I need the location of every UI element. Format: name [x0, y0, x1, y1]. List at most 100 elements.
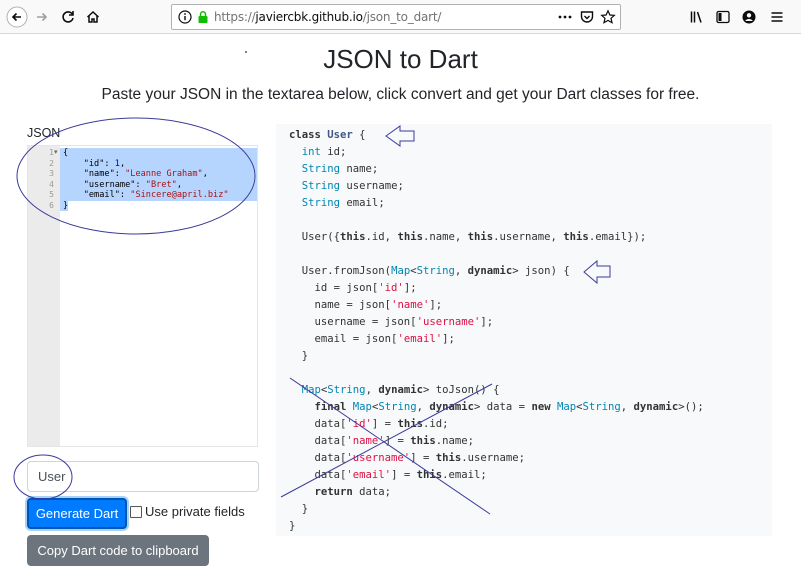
code-token: ]; [442, 333, 455, 345]
line-number: 6 [49, 200, 54, 210]
code-token: email = json[ [289, 333, 398, 345]
browser-toolbar: https://javiercbk.github.io/json_to_dart… [0, 0, 801, 34]
dart-code-line: User({this.id, this.name, this.username,… [289, 229, 646, 246]
dart-code-line: String username; [289, 178, 404, 195]
code-token: this [340, 231, 366, 243]
code-token: String [378, 401, 417, 413]
selection-highlight [60, 148, 257, 159]
code-token: username; [340, 180, 404, 192]
code-token: 'id' [346, 418, 372, 430]
code-token: .email; [442, 469, 487, 481]
code-token: "name": [63, 169, 126, 179]
code-token: "Bret" [145, 179, 177, 190]
code-token: User.fromJson( [289, 265, 392, 277]
code-token: .username; [461, 452, 525, 464]
code-token: id; [320, 146, 347, 158]
address-bar[interactable]: https://javiercbk.github.io/json_to_dart… [171, 4, 621, 30]
more-icon[interactable] [557, 9, 573, 30]
dart-code-line: final Map<String, dynamic> data = new Ma… [289, 399, 704, 416]
code-token: this [410, 435, 436, 447]
code-token: ] = [384, 435, 411, 447]
line-number: 3 [49, 169, 54, 178]
dart-code-line: Map<String, dynamic> toJson() { [289, 382, 500, 399]
code-token: >(); [678, 401, 704, 413]
code-token: final [314, 401, 347, 413]
code-token: } [63, 200, 69, 211]
code-token: ] = [410, 452, 436, 464]
bookmark-star-icon[interactable] [600, 9, 616, 30]
back-arrow-icon[interactable] [5, 5, 29, 29]
code-token: 'email' [346, 469, 392, 481]
code-token: ]; [429, 299, 443, 311]
code-token: Map [391, 265, 411, 277]
dart-code-line: User.fromJson(Map<String, dynamic> json)… [289, 263, 570, 280]
copy-dart-button[interactable]: Copy Dart code to clipboard [27, 535, 209, 566]
dart-code-line: } [289, 518, 295, 535]
code-token: this [397, 231, 423, 243]
url-path: /json_to_dart/ [362, 10, 442, 24]
code-token: data[ [289, 418, 347, 430]
json-code-area[interactable]: { "id": 1, "name": "Leanne Graham", "use… [60, 146, 257, 446]
code-token: dynamic [378, 384, 423, 396]
code-token: , [119, 158, 126, 169]
json-code-line: "email": "Sincere@april.biz" [63, 190, 229, 201]
private-fields-label[interactable]: Use private fields [145, 504, 245, 519]
code-token: name; [340, 163, 379, 175]
reload-icon[interactable] [56, 5, 80, 29]
json-code-line: } [63, 201, 68, 212]
private-fields-option[interactable]: Use private fields [130, 504, 245, 519]
library-icon[interactable] [685, 5, 709, 29]
dart-code-line: } [289, 501, 308, 518]
code-token: String [301, 197, 341, 209]
dart-code-line: String name; [289, 161, 379, 178]
json-code-line: "name": "Leanne Graham", [63, 169, 208, 180]
code-token: new [531, 401, 551, 413]
code-token: > data = [474, 401, 532, 413]
json-code-line: { [63, 148, 68, 159]
private-fields-checkbox[interactable] [130, 505, 142, 518]
stray-dot [245, 51, 247, 53]
code-token: String [416, 265, 455, 277]
code-token: , [202, 169, 208, 179]
code-token: "Sincere@april.biz" [130, 190, 229, 200]
code-token: 'email' [397, 333, 443, 345]
dart-code-line: id = json['id']; [289, 280, 417, 297]
pocket-icon[interactable] [579, 9, 595, 30]
sidebar-icon[interactable] [711, 5, 735, 29]
code-token: 'name' [346, 435, 385, 447]
dart-code-line: class User { [289, 127, 366, 144]
dart-code-line: data['username'] = this.username; [289, 450, 526, 467]
code-token: Map [301, 384, 321, 396]
code-token [289, 197, 302, 209]
code-token: this [397, 418, 423, 430]
code-token: ] = [371, 418, 398, 430]
code-token: < [410, 265, 417, 277]
code-token [289, 486, 315, 498]
line-number: 4 [49, 179, 54, 189]
code-token: return [314, 486, 353, 498]
code-token: > toJson() { [423, 384, 500, 396]
account-icon[interactable] [737, 5, 761, 29]
code-token: id = json[ [289, 282, 379, 294]
code-token: username = json[ [289, 316, 417, 328]
forward-arrow-icon[interactable] [30, 5, 54, 29]
code-token: , [454, 265, 468, 277]
code-token: int [301, 146, 321, 158]
code-token: 'username' [416, 316, 481, 328]
code-token: "username": [63, 179, 146, 190]
lock-icon[interactable] [196, 10, 210, 29]
home-icon[interactable] [81, 5, 105, 29]
code-token [289, 401, 315, 413]
info-icon[interactable] [178, 10, 192, 29]
class-name-input[interactable] [27, 461, 259, 492]
code-token: String [301, 163, 341, 175]
json-code-line: "id": 1, [63, 159, 125, 170]
code-token: this [435, 452, 462, 464]
generate-dart-button[interactable]: Generate Dart [27, 498, 127, 529]
code-token: this [563, 231, 589, 243]
code-token: data[ [289, 452, 347, 464]
menu-icon[interactable] [765, 5, 789, 29]
code-token: data[ [289, 469, 347, 481]
code-token: , [620, 401, 634, 413]
